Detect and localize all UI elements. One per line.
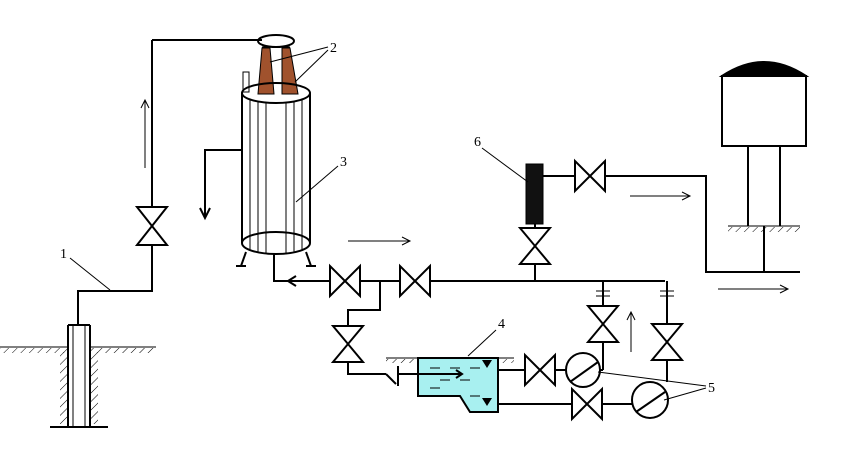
- burner-head: [257, 34, 295, 48]
- valve-main-2: [399, 263, 431, 299]
- valve-tank-inlet: [330, 325, 366, 363]
- pump-upper: [565, 352, 601, 388]
- filter-branch-pipe: [517, 224, 553, 281]
- water-tank: [386, 357, 514, 413]
- leader-2b: [294, 49, 329, 83]
- water-tower: [718, 61, 810, 272]
- leader-6: [481, 147, 529, 183]
- ground-left: [0, 346, 156, 424]
- flow-arrow-up-riser: [626, 310, 636, 352]
- valve-gas-supply: [134, 206, 170, 246]
- check-valve: [385, 366, 418, 386]
- label-5: 5: [708, 381, 715, 396]
- label-6: 6: [474, 135, 481, 150]
- well-casing: [50, 324, 108, 428]
- label-1: 1: [60, 247, 67, 262]
- valve-pump-lower: [571, 386, 603, 422]
- riser-right: [649, 281, 685, 382]
- pump-lower: [631, 381, 669, 419]
- filter-column: [525, 163, 544, 225]
- valve-pump-upper: [524, 352, 556, 388]
- vessel-side-outlet: [199, 149, 242, 221]
- flow-arrow-up-gas: [140, 98, 150, 168]
- pipe-to-tank: [347, 281, 386, 375]
- flow-arrow-right-main: [348, 236, 412, 246]
- leader-1: [69, 257, 111, 291]
- filter-outlet-pipe: [543, 158, 800, 273]
- valve-main-1: [329, 263, 361, 299]
- riser-left: [585, 281, 621, 370]
- label-2: 2: [330, 41, 337, 56]
- leader-5a: [597, 371, 707, 387]
- label-4: 4: [498, 317, 505, 332]
- gas-supply-pipe: [77, 39, 262, 325]
- flow-arrow-right-filter: [630, 191, 692, 201]
- leader-5b: [663, 387, 707, 401]
- label-3: 3: [340, 155, 347, 170]
- burner-left: [257, 47, 275, 95]
- outlet-pipe-to-valves: [273, 254, 330, 287]
- thermometer: [242, 71, 250, 93]
- leader-3: [295, 165, 339, 203]
- leader-2a: [269, 46, 329, 63]
- leader-4: [467, 329, 497, 357]
- flow-arrow-right-outlet: [718, 284, 790, 294]
- heater-vessel: [236, 82, 316, 267]
